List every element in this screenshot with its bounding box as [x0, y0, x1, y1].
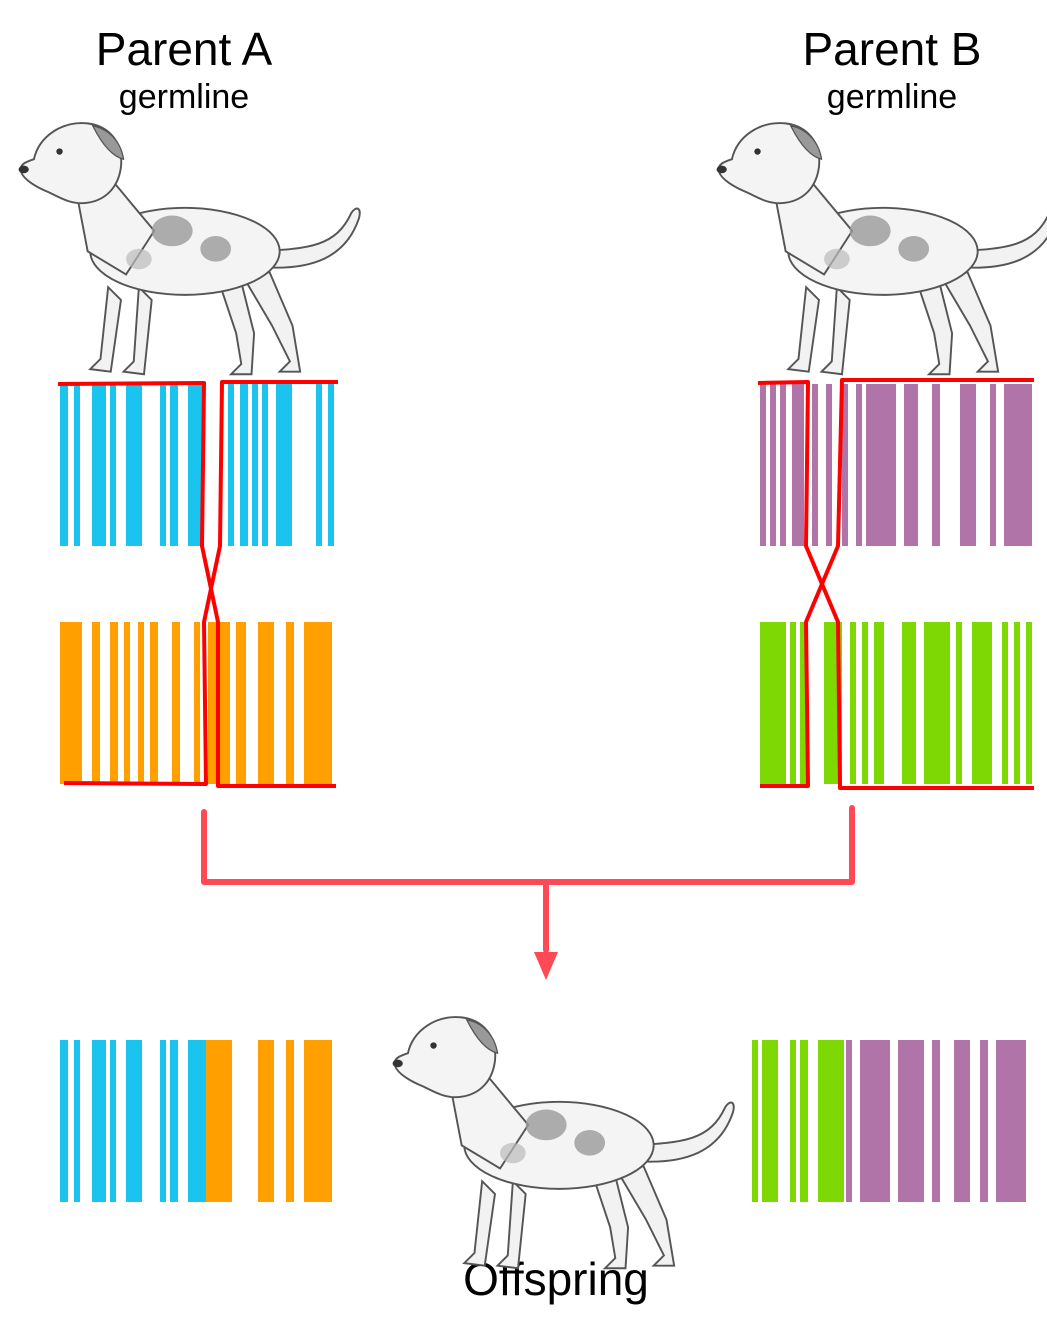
chromosome-band	[74, 384, 80, 546]
chromosome-b1	[760, 384, 1032, 546]
dog-illustration-offspring	[391, 1016, 735, 1270]
parent-a-subtitle: germline	[118, 78, 250, 116]
chromosome-band	[60, 622, 82, 784]
chromosome-band	[818, 1040, 844, 1202]
chromosome-band	[800, 1040, 808, 1202]
chromosome-band	[860, 1040, 890, 1202]
parent-b-title: Parent B	[802, 23, 982, 75]
chromosome-band	[990, 384, 996, 546]
chromosome-band	[932, 1040, 940, 1202]
chromosome-band	[760, 384, 766, 546]
chromosome-band	[170, 384, 178, 546]
chromosome-band	[304, 622, 332, 784]
offspring-chromosome-left	[60, 1040, 332, 1202]
chromosome-band	[160, 384, 166, 546]
chromosome-band	[996, 1040, 1026, 1202]
chromosome-band	[850, 622, 856, 784]
chromosome-band	[956, 622, 962, 784]
chromosome-band	[188, 1040, 206, 1202]
chromosome-band	[846, 1040, 852, 1202]
chromosome-band	[228, 384, 234, 546]
chromosome-band	[980, 1040, 988, 1202]
chromosome-band	[194, 622, 200, 784]
chromosome-band	[866, 384, 896, 546]
chromosome-band	[286, 622, 294, 784]
chromosome-band	[954, 1040, 970, 1202]
chromosome-band	[898, 1040, 924, 1202]
chromosome-band	[236, 622, 246, 784]
chromosome-band	[110, 622, 118, 784]
chromosome-band	[304, 1040, 332, 1202]
chromosome-band	[252, 384, 258, 546]
chromosome-band	[160, 1040, 166, 1202]
chromosome-band	[316, 384, 322, 546]
chromosome-band	[856, 384, 862, 546]
chromosome-band	[874, 622, 884, 784]
chromosome-band	[812, 384, 818, 546]
chromosome-band	[1026, 622, 1032, 784]
chromosome-band	[258, 1040, 274, 1202]
chromosome-band	[240, 384, 248, 546]
chromosome-band	[328, 384, 334, 546]
dog-illustration-parent-b	[715, 122, 1047, 376]
chromosome-band	[842, 384, 848, 546]
chromosome-band	[960, 384, 976, 546]
chromosome-band	[188, 384, 202, 546]
chromosome-band	[932, 384, 940, 546]
chromosome-band	[276, 384, 292, 546]
chromosome-band	[780, 384, 786, 546]
chromosome-band	[1014, 622, 1020, 784]
chromosome-band	[126, 1040, 142, 1202]
chromosome-a1	[60, 384, 334, 546]
offspring-chromosome-right	[752, 1040, 1026, 1202]
chromosome-band	[286, 1040, 294, 1202]
chromosome-band	[826, 384, 832, 546]
parent-a-title: Parent A	[95, 23, 273, 75]
chromosome-band	[126, 384, 142, 546]
chromosome-band	[760, 622, 786, 784]
chromosome-band	[206, 1040, 232, 1202]
chromosome-band	[138, 622, 144, 784]
chromosome-band	[110, 384, 116, 546]
chromosome-band	[904, 384, 918, 546]
chromosome-band	[792, 384, 804, 546]
chromosome-band	[762, 1040, 778, 1202]
crossover-path-a-lower	[63, 380, 338, 786]
chromosome-b2	[760, 622, 1032, 784]
chromosome-band	[770, 384, 776, 546]
chromosome-band	[172, 622, 180, 784]
chromosome-band	[60, 1040, 68, 1202]
chromosome-band	[170, 1040, 178, 1202]
inheritance-arrowhead	[534, 952, 558, 980]
chromosome-band	[92, 384, 106, 546]
chromosome-band	[150, 622, 158, 784]
chromosome-band	[972, 622, 992, 784]
chromosome-band	[924, 622, 950, 784]
chromosome-band	[262, 384, 268, 546]
chromosome-band	[92, 622, 100, 784]
chromosome-band	[902, 622, 916, 784]
chromosome-band	[790, 622, 796, 784]
dog-illustration-parent-a	[17, 122, 361, 376]
chromosome-band	[1004, 384, 1032, 546]
chromosome-a2	[60, 622, 332, 784]
chromosome-band	[862, 622, 868, 784]
chromosome-band	[74, 1040, 80, 1202]
inheritance-connector	[201, 805, 855, 885]
parent-b-subtitle: germline	[826, 78, 958, 116]
chromosome-band	[258, 622, 274, 784]
chromosome-band	[790, 1040, 796, 1202]
chromosome-band	[800, 622, 808, 784]
chromosome-band	[752, 1040, 758, 1202]
chromosome-band	[110, 1040, 116, 1202]
chromosome-band	[60, 384, 68, 546]
crossover-path-b-lower	[760, 378, 1034, 788]
chromosome-band	[92, 1040, 106, 1202]
chromosome-band	[1002, 622, 1008, 784]
chromosome-band	[124, 622, 130, 784]
